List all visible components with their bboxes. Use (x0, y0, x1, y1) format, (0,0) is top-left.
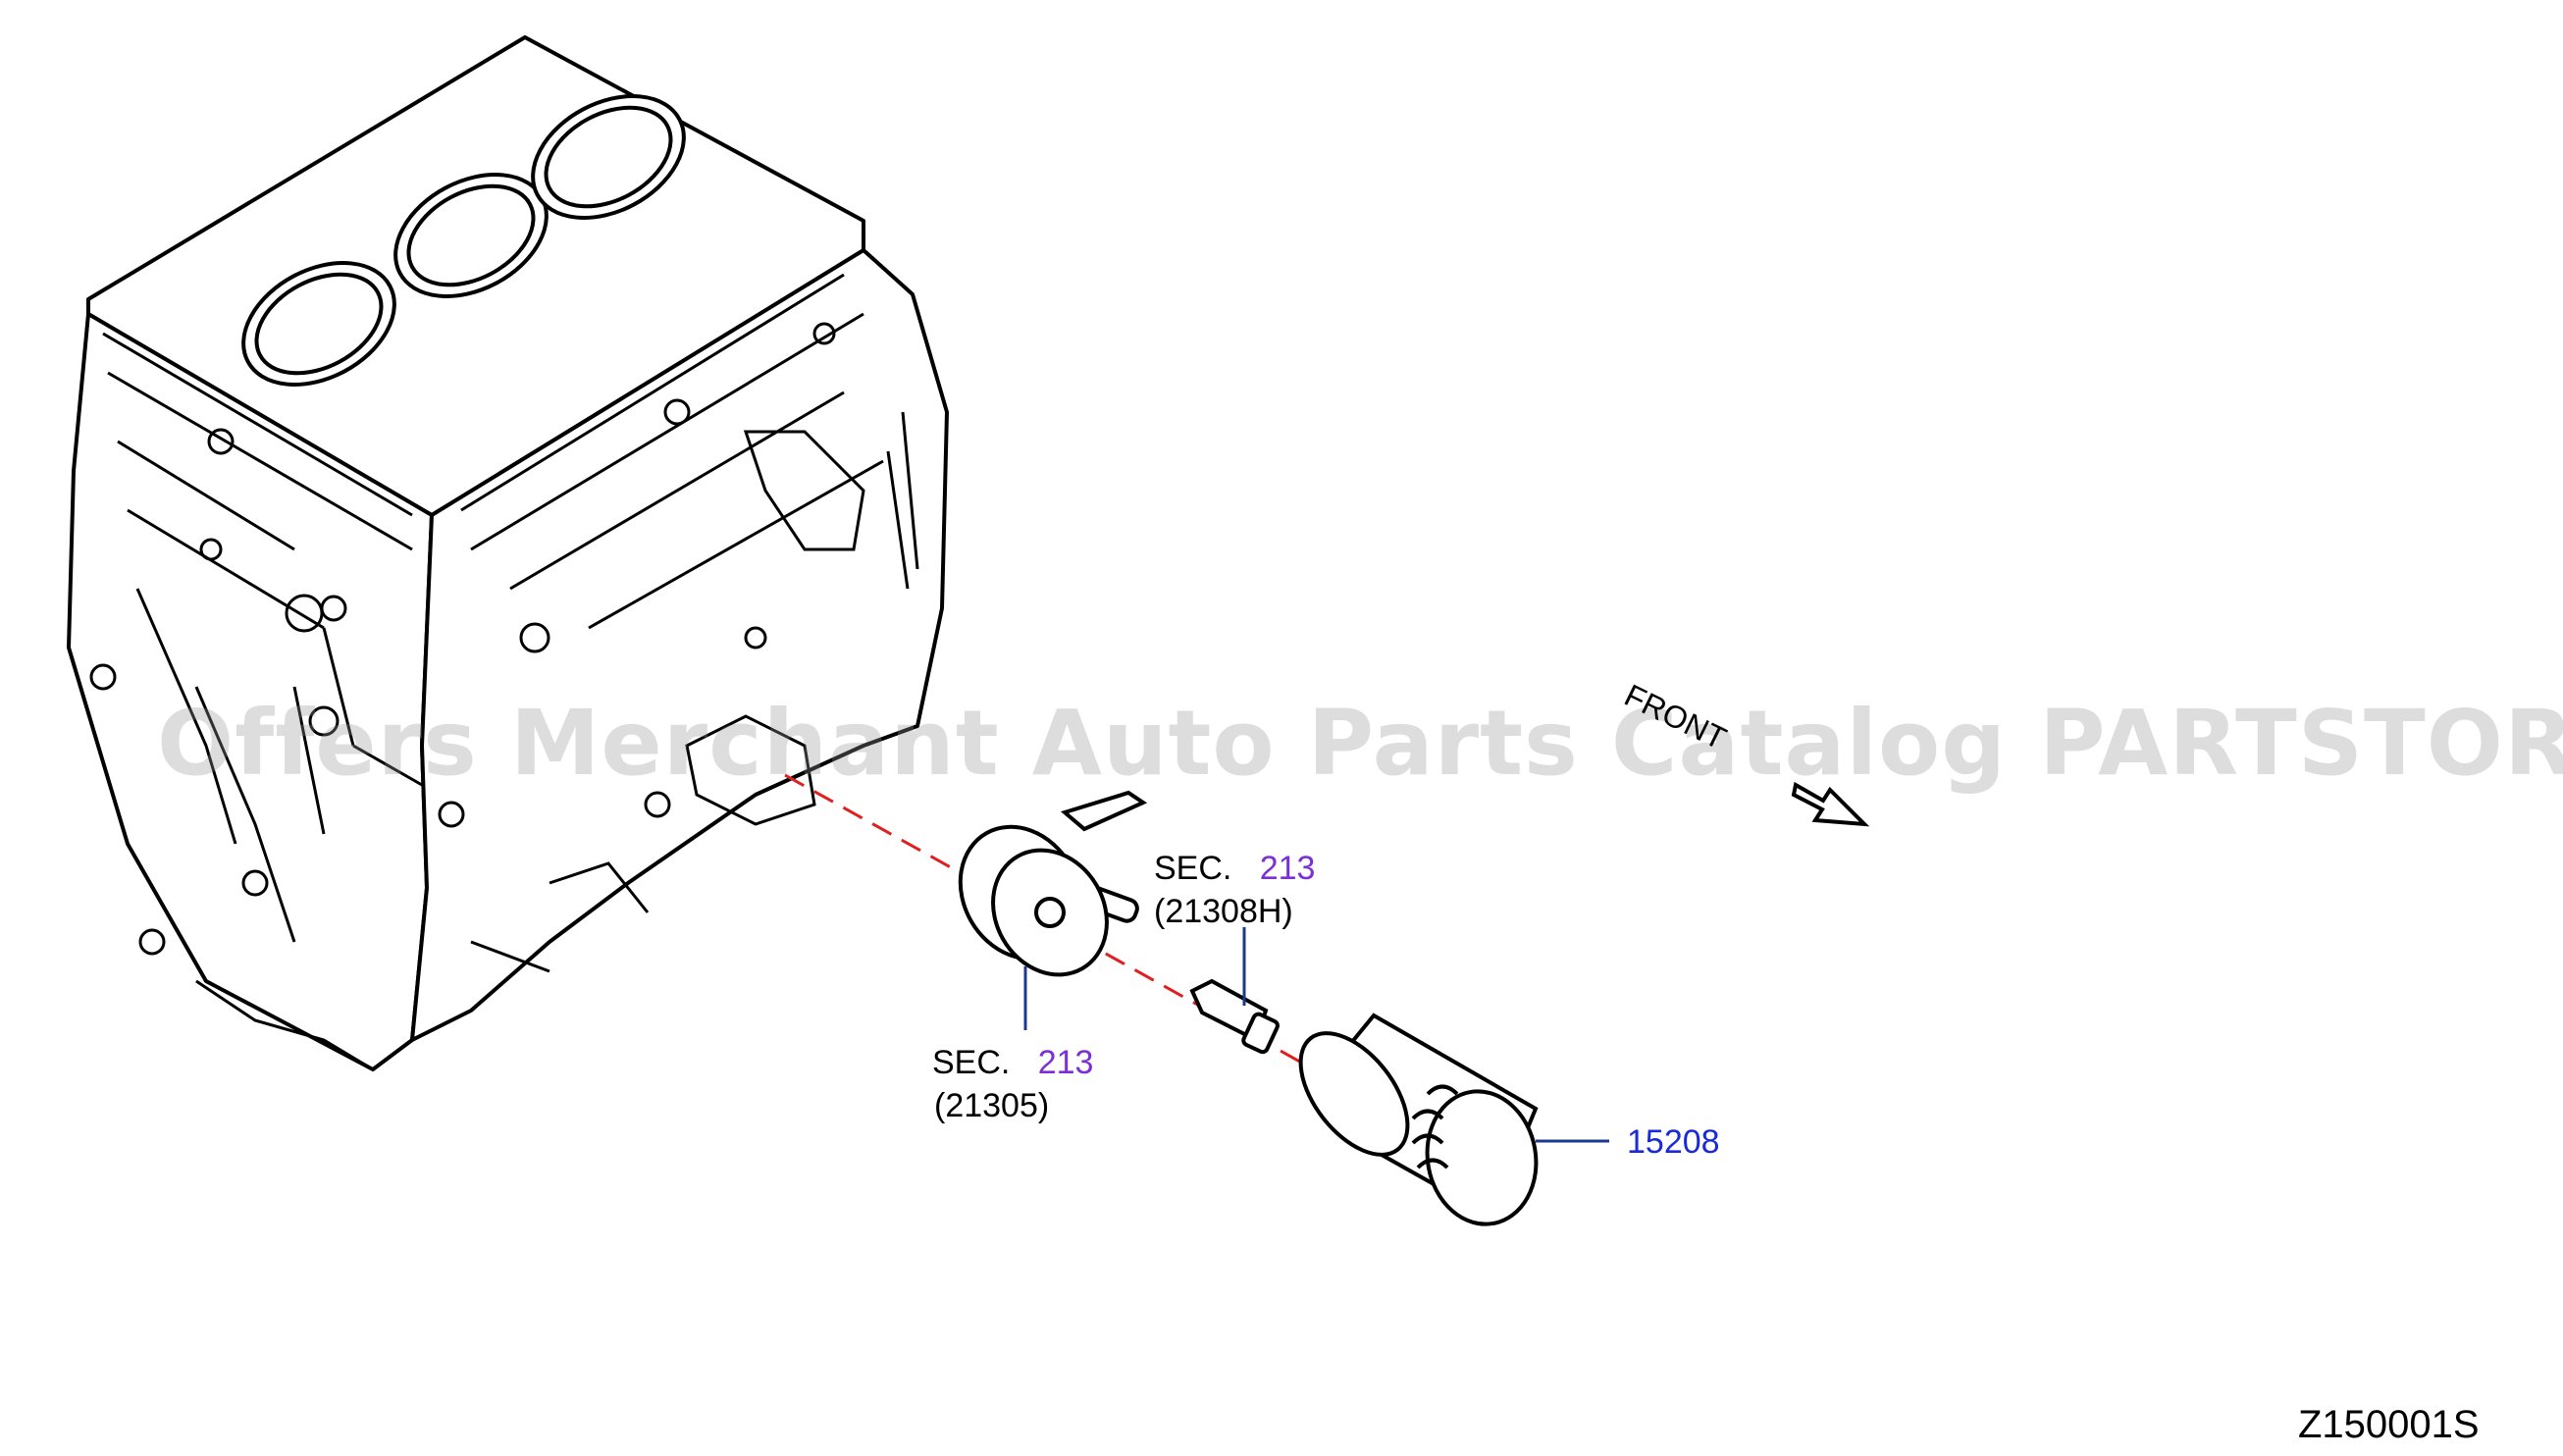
connector-bolt-21308h (1189, 978, 1280, 1055)
callout-prefix: SEC. (1154, 850, 1232, 887)
callout-21305: SEC. 213 (932, 1046, 1093, 1079)
section-213-link[interactable]: 213 (1259, 850, 1316, 887)
section-213-link[interactable]: 213 (1037, 1044, 1094, 1081)
front-direction-arrow (1791, 781, 1870, 827)
engine-block-details (89, 273, 919, 1071)
callout-part-21308h: (21308H) (1154, 893, 1293, 930)
part-number-15208[interactable]: 15208 (1627, 1123, 1720, 1161)
engine-block-drawing (67, 35, 949, 1071)
callout-part-21305: (21305) (934, 1087, 1050, 1124)
callout-prefix: SEC. (932, 1044, 1011, 1081)
oil-cooler-21305 (958, 790, 1148, 977)
watermark-text: Offers Merchant Auto Parts Catalog PARTS… (157, 691, 2563, 796)
callout-21308h: SEC. 213 (1154, 852, 1315, 885)
oil-filter-15208 (1298, 1013, 1539, 1226)
diagram-code: Z150001S (2298, 1403, 2480, 1446)
